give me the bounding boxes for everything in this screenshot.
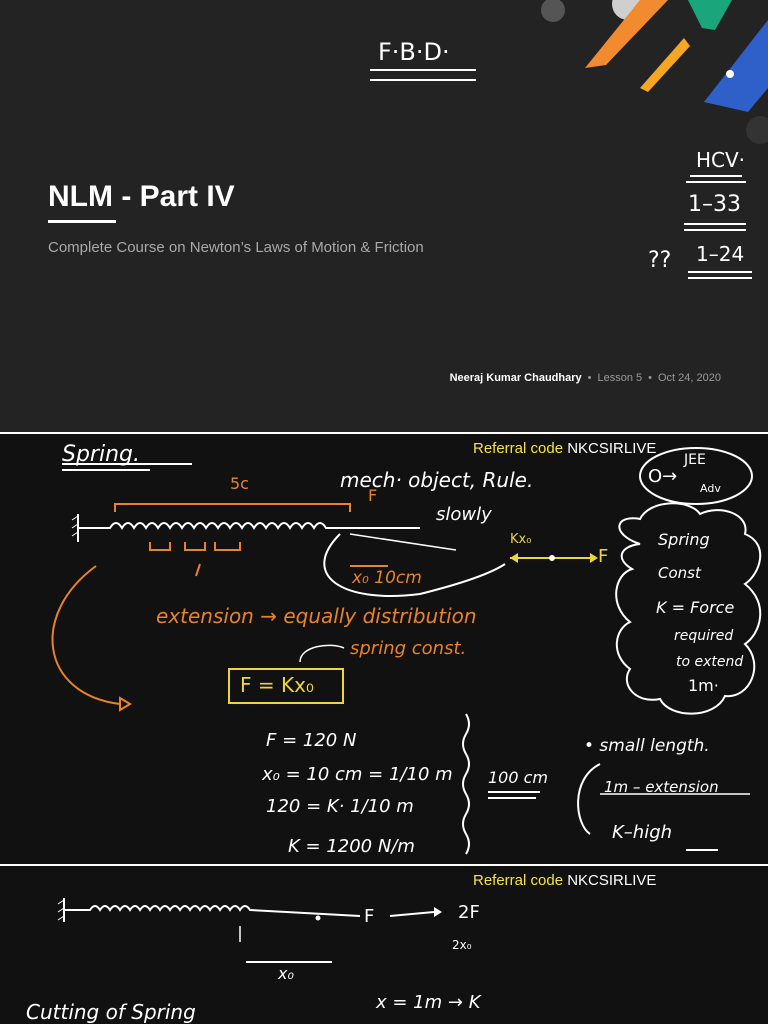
five-c-note: 5c bbox=[230, 474, 249, 493]
blue-pen-shape bbox=[704, 20, 768, 112]
range-note-1: 1–33 bbox=[688, 192, 741, 217]
spring-heading: Spring. bbox=[62, 442, 140, 467]
x0-note: x₀ 10cm bbox=[352, 568, 422, 588]
referral-code: NKCSIRLIVE bbox=[567, 872, 657, 889]
mech-note: mech· object, Rule. bbox=[340, 468, 534, 492]
small-length-note: • small length. bbox=[584, 736, 710, 756]
one-m-extension-note: 1m – extension bbox=[604, 778, 719, 796]
course-subtitle: Complete Course on Newton’s Laws of Moti… bbox=[48, 239, 424, 256]
cloud-k-force: K = Force bbox=[656, 598, 735, 617]
range-note-2: 1–24 bbox=[696, 242, 745, 266]
referral-banner: Referral code NKCSIRLIVE bbox=[473, 872, 656, 889]
cutting-heading: Cutting of Spring bbox=[26, 1000, 196, 1024]
two-f-label: 2F bbox=[458, 902, 480, 923]
force-top-label: F bbox=[368, 486, 378, 505]
spring-notes-slide: Referral code NKCSIRLIVE Spring. 5c mech… bbox=[0, 434, 768, 864]
o-arrow-note: O→ bbox=[648, 466, 678, 487]
spring-const-note: spring const. bbox=[350, 638, 467, 659]
lesson-meta: Neeraj Kumar Chaudhary•Lesson 5•Oct 24, … bbox=[449, 372, 721, 384]
fbd-note: F·B·D· bbox=[378, 38, 450, 66]
referral-label: Referral code bbox=[473, 440, 564, 457]
two-x0-label: 2x₀ bbox=[452, 938, 472, 952]
cloud-required: required bbox=[674, 628, 734, 644]
cloud-1m: 1m· bbox=[688, 676, 719, 695]
jee-note: JEE bbox=[684, 452, 706, 468]
orange-pencil-shape bbox=[585, 0, 668, 68]
cloud-spring: Spring bbox=[658, 530, 710, 549]
x0-label: x₀ bbox=[278, 964, 294, 983]
formula-text: F = Kx₀ bbox=[240, 673, 314, 697]
lesson-date: Oct 24, 2020 bbox=[658, 372, 721, 384]
cloud-shape bbox=[615, 502, 762, 715]
grey-circle-shape bbox=[541, 0, 565, 22]
extension-note: extension → equally distribution bbox=[156, 604, 477, 628]
calc-line-2: x₀ = 10 cm = 1/10 m bbox=[262, 764, 453, 785]
dark-circle-shape bbox=[746, 116, 768, 144]
question-note: ?? bbox=[648, 248, 672, 273]
cutting-drawing bbox=[57, 898, 442, 963]
cloud-to-extend: to extend bbox=[676, 654, 744, 670]
calc-100cm: 100 cm bbox=[488, 768, 549, 787]
title-underline bbox=[48, 220, 116, 223]
lesson-number: Lesson 5 bbox=[597, 372, 643, 384]
spring-coil-shape bbox=[64, 905, 361, 917]
spring-drawing bbox=[51, 447, 762, 855]
white-dot-shape bbox=[726, 70, 734, 78]
referral-label: Referral code bbox=[473, 872, 564, 889]
yellow-bar-shape bbox=[640, 38, 690, 92]
force-right-label: F bbox=[598, 546, 609, 567]
formula-box bbox=[228, 668, 344, 704]
calc-line-1: F = 120 N bbox=[266, 730, 357, 751]
force-label: F bbox=[364, 906, 375, 927]
adv-note: Adv bbox=[700, 482, 721, 495]
k-high-note: K–high bbox=[612, 822, 673, 843]
hcv-note: HCV· bbox=[696, 148, 746, 172]
calc-line-3: 120 = K· 1/10 m bbox=[266, 796, 414, 817]
calc-line-4: K = 1200 N/m bbox=[288, 836, 415, 857]
referral-banner: Referral code NKCSIRLIVE bbox=[473, 440, 656, 457]
cutting-spring-slide: Referral code NKCSIRLIVE F 2F 2x₀ x₀ Cut… bbox=[0, 866, 768, 1024]
x-equals-note: x = 1m → K bbox=[376, 992, 481, 1013]
corner-decoration bbox=[370, 0, 768, 279]
cloud-const: Const bbox=[658, 564, 701, 582]
kx0-label: Kx₀ bbox=[510, 532, 532, 547]
course-title: NLM - Part IV bbox=[48, 180, 235, 213]
title-slide: F·B·D· HCV· 1–33 ?? 1–24 NLM - Part IV C… bbox=[0, 0, 768, 432]
referral-code: NKCSIRLIVE bbox=[567, 440, 657, 457]
slowly-note: slowly bbox=[436, 504, 492, 525]
green-leaf-shape bbox=[688, 0, 732, 30]
spring-coil-shape bbox=[78, 522, 350, 530]
author-name: Neeraj Kumar Chaudhary bbox=[449, 372, 582, 384]
